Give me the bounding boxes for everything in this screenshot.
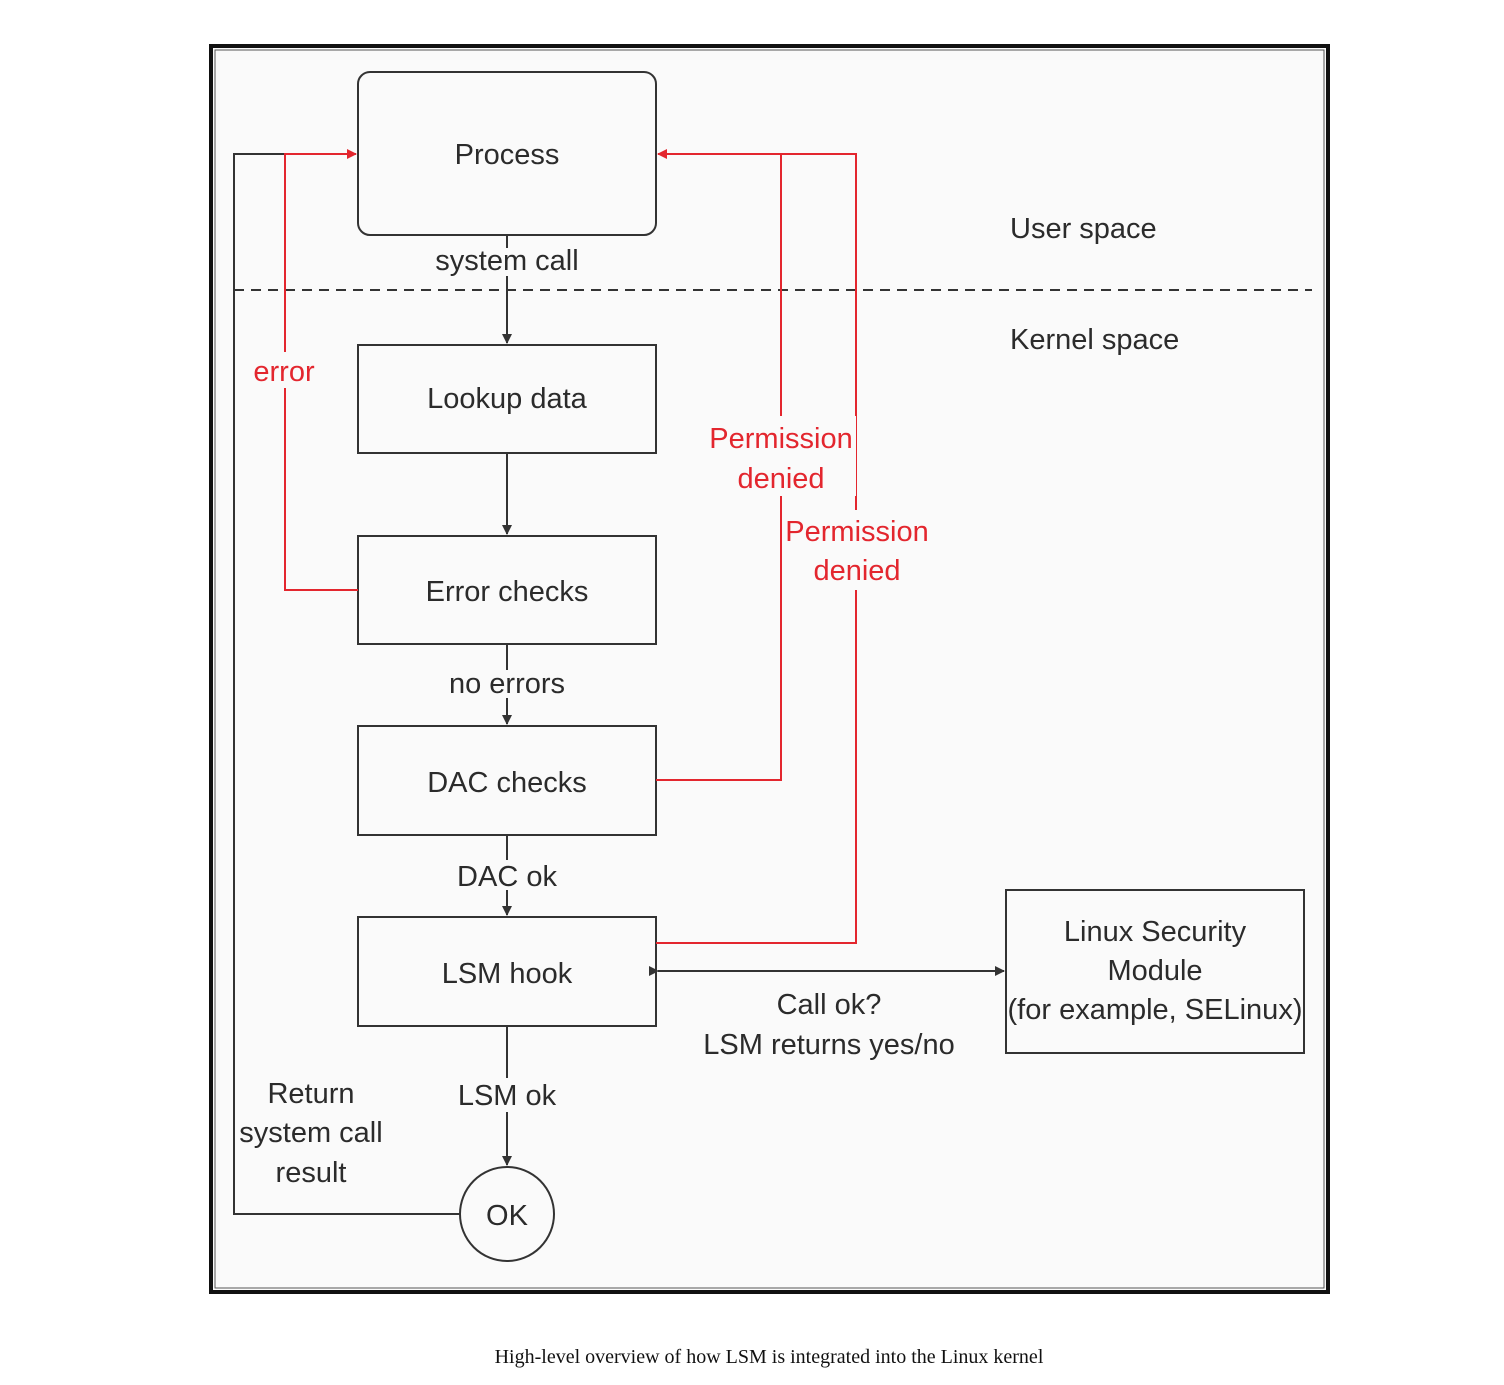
- return-result-label-3: result: [276, 1157, 347, 1189]
- error-label-bg: [250, 352, 320, 388]
- perm-denied-dac-bg: [708, 416, 856, 496]
- lsm-ok-label: LSM ok: [458, 1080, 557, 1112]
- perm-denied-lsm-bg: [784, 510, 930, 590]
- perm-denied-dac-label-1: Permission: [709, 423, 852, 455]
- diagram-frame: [209, 44, 1330, 1294]
- perm-denied-dac-label-2: denied: [737, 463, 824, 495]
- error-checks-box: [357, 535, 657, 645]
- dac-checks-label: DAC checks: [427, 767, 587, 799]
- lookup-data-label: Lookup data: [427, 383, 588, 415]
- kernel-space-label: Kernel space: [1010, 324, 1179, 356]
- error-label: error: [253, 356, 315, 388]
- lsm-hook-box: [357, 916, 657, 1027]
- user-space-label: User space: [1010, 213, 1157, 245]
- process-box: [357, 71, 657, 236]
- lsm-module-label-1: Linux Security: [1064, 916, 1247, 948]
- return-result-path: [233, 153, 460, 1215]
- figure-caption: High-level overview of how LSM is integr…: [495, 1346, 1044, 1368]
- error-checks-label: Error checks: [426, 576, 589, 608]
- lookup-data-box: [357, 344, 657, 454]
- call-ok-label-2: LSM returns yes/no: [703, 1029, 954, 1061]
- perm-denied-lsm-label-2: denied: [813, 555, 900, 587]
- lsm-module-box: [1005, 889, 1305, 1054]
- diagram-frame-inner: [214, 49, 1325, 1289]
- dac-checks-box: [357, 725, 657, 836]
- return-result-label-1: Return: [267, 1078, 354, 1110]
- dac-denied-path: [656, 154, 782, 781]
- ok-label: OK: [486, 1200, 529, 1232]
- call-ok-label-1: Call ok?: [777, 989, 882, 1021]
- lsm-hook-label: LSM hook: [442, 958, 573, 990]
- process-label: Process: [455, 139, 560, 171]
- lsm-module-label-3: (for example, SELinux): [1008, 994, 1303, 1026]
- system-call-label: system call: [435, 245, 578, 277]
- no-errors-label: no errors: [449, 668, 565, 700]
- return-result-label-2: system call: [239, 1117, 382, 1149]
- lsm-module-label-2: Module: [1107, 955, 1202, 987]
- dac-ok-label: DAC ok: [457, 861, 557, 893]
- perm-denied-lsm-label-1: Permission: [785, 516, 928, 548]
